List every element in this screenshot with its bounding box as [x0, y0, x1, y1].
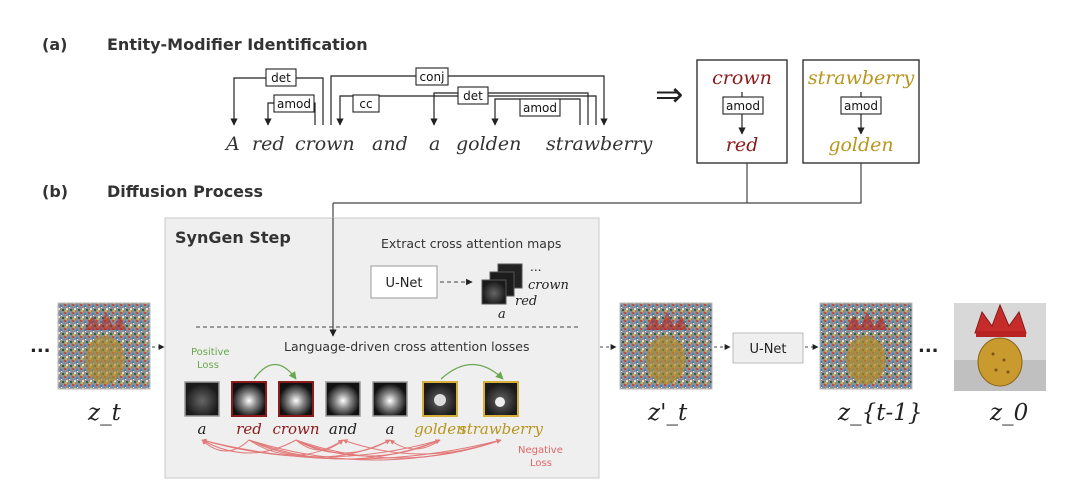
latent-zt-prime [619, 302, 713, 390]
sentence-word: and [372, 133, 408, 155]
syngen-title: SynGen Step [175, 228, 291, 247]
token-label: a [198, 420, 207, 438]
map-label-top: crown [528, 278, 569, 293]
syngen-unet-box [370, 265, 438, 299]
dep-label-det: det [271, 71, 291, 85]
pair-box-strawberry: strawberry amod golden [802, 59, 920, 164]
final-image-z0 [954, 303, 1046, 391]
token-label: strawberry [459, 420, 543, 438]
sentence: A red crown and a golden strawberry [224, 133, 653, 155]
map-label-bottom: a [498, 307, 506, 322]
dependency-labels: det amod conj cc det amod [265, 67, 561, 117]
syngen-panel [164, 217, 600, 479]
pipeline-unet-label: U-Net [749, 342, 786, 357]
latent-zt-minus-1 [819, 302, 913, 390]
pair-relation: amod [726, 99, 760, 113]
token-tile [325, 381, 361, 417]
implies-arrow: ⇒ [655, 75, 684, 115]
attention-spot [495, 397, 505, 407]
negative-arcs [201, 438, 502, 461]
sentence-word: a [429, 133, 440, 155]
token-label: crown [272, 420, 319, 438]
token-tile [231, 381, 267, 417]
section-a-title: Entity-Modifier Identification [107, 35, 368, 54]
section-b-title: Diffusion Process [107, 182, 263, 201]
latent-label-zt-minus-1: z_{t-1} [837, 400, 923, 426]
token-tiles [184, 381, 519, 417]
losses-label: Language-driven cross attention losses [284, 339, 529, 354]
dep-label-conj: conj [420, 70, 445, 84]
latent-zt [57, 302, 151, 390]
latent-label-zt-prime: z'_t [647, 400, 688, 426]
token-label: red [236, 420, 262, 438]
pair-box-crown: crown amod red [696, 59, 788, 164]
negative-loss-label: Negative [518, 445, 563, 456]
dep-label-amod: amod [277, 97, 311, 111]
token-tile [278, 381, 314, 417]
attention-map-stack: ... crown red a [481, 260, 569, 322]
token-tile [372, 381, 408, 417]
dep-label-cc: cc [359, 97, 372, 111]
section-b-letter: (b) [42, 182, 68, 201]
maps-ellipsis: ... [530, 260, 541, 274]
pair-modifier: red [726, 134, 759, 156]
extract-label: Extract cross attention maps [381, 236, 561, 251]
token-labels: a red crown and a golden strawberry [198, 420, 544, 438]
positive-arc [440, 364, 504, 380]
section-a-letter: (a) [42, 35, 67, 54]
pipeline-ellipsis-left: ... [30, 336, 51, 357]
positive-loss-label: Loss [197, 360, 219, 371]
sentence-word: strawberry [546, 133, 653, 155]
positive-arc [253, 363, 297, 380]
latent-label-z0: z_0 [989, 400, 1028, 426]
pipeline-ellipsis-right: ... [918, 336, 939, 357]
pair-relation: amod [844, 99, 878, 113]
sentence-word: A [224, 133, 240, 155]
dep-label-amod-2: amod [523, 101, 557, 115]
positive-loss-label: Positive [191, 347, 230, 358]
pair-entity: strawberry [808, 67, 915, 89]
pipeline-unet-box [732, 332, 804, 364]
sentence-word: red [252, 133, 285, 155]
map-label-mid: red [515, 294, 537, 309]
dep-label-det-2: det [463, 89, 483, 103]
attention-spot [434, 394, 446, 406]
token-tile [184, 381, 220, 417]
pair-modifier: golden [828, 134, 893, 156]
token-label: a [386, 420, 395, 438]
latent-label-zt: z_t [87, 400, 122, 426]
negative-loss-label: Loss [530, 458, 552, 469]
sentence-word: golden [456, 133, 521, 155]
sentence-word: crown [295, 133, 355, 155]
token-label: golden [414, 420, 466, 438]
syngen-unet-label: U-Net [385, 276, 422, 291]
token-label: and [329, 420, 357, 438]
pair-entity: crown [712, 67, 772, 89]
